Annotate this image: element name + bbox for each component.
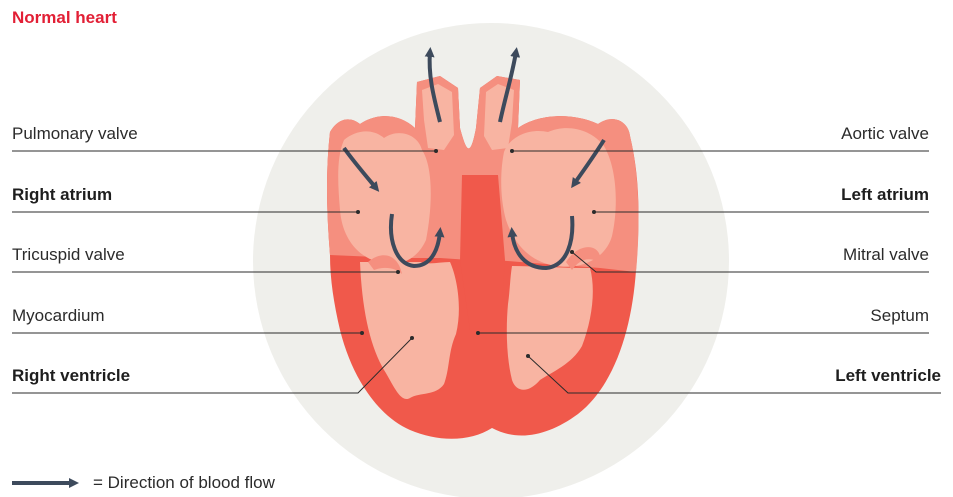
- label-left-ventricle: Left ventricle: [835, 366, 941, 386]
- label-mitral-valve: Mitral valve: [843, 245, 929, 265]
- label-right-ventricle: Right ventricle: [12, 366, 130, 386]
- label-myocardium: Myocardium: [12, 306, 105, 326]
- label-pulmonary-valve: Pulmonary valve: [12, 124, 138, 144]
- label-left-atrium: Left atrium: [841, 185, 929, 205]
- label-right-atrium: Right atrium: [12, 185, 112, 205]
- diagram-title: Normal heart: [12, 8, 117, 28]
- label-tricuspid-valve: Tricuspid valve: [12, 245, 125, 265]
- label-aortic-valve: Aortic valve: [841, 124, 929, 144]
- legend-text: = Direction of blood flow: [93, 473, 275, 493]
- label-septum: Septum: [870, 306, 929, 326]
